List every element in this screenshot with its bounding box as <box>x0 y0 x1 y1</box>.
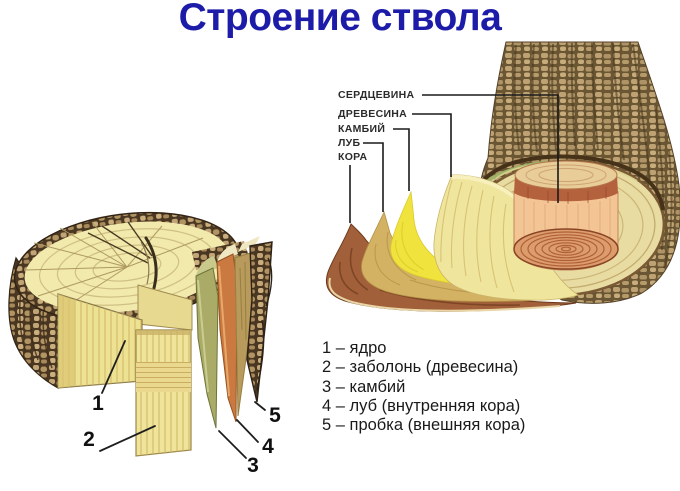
pith-core <box>513 160 619 271</box>
label-bast: ЛУБ <box>338 137 361 149</box>
legend-item-1: 1 – ядро <box>322 339 387 357</box>
slab-sapwood <box>135 329 192 457</box>
log-illustration <box>8 211 273 457</box>
trunk-illustration <box>325 41 680 312</box>
legend: 1 – ядро 2 – заболонь (древесина) 3 – ка… <box>322 339 525 435</box>
page-title: Строение ствола <box>178 0 502 39</box>
marker-5: 5 <box>269 404 281 427</box>
label-connectors <box>349 94 559 223</box>
marker-leaders <box>99 340 266 459</box>
label-cambium: КАМБИЙ <box>338 123 386 135</box>
marker-4: 4 <box>262 435 274 458</box>
label-pith: СЕРДЦЕВИНА <box>338 89 415 101</box>
slab-cork-bark <box>234 236 273 417</box>
marker-3: 3 <box>247 454 259 477</box>
legend-item-5: 5 – пробка (внешняя кора) <box>322 416 526 435</box>
label-wood: ДРЕВЕСИНА <box>338 108 408 120</box>
legend-item-4: 4 – луб (внутренняя кора) <box>322 396 521 415</box>
label-bark: КОРА <box>338 151 368 163</box>
slab-bast <box>216 244 238 423</box>
legend-item-2: 2 – заболонь (древесина) <box>322 358 519 377</box>
marker-1: 1 <box>92 392 104 415</box>
slab-cambium <box>195 256 219 429</box>
marker-2: 2 <box>83 428 95 451</box>
legend-item-3: 3 – камбий <box>322 377 406 396</box>
